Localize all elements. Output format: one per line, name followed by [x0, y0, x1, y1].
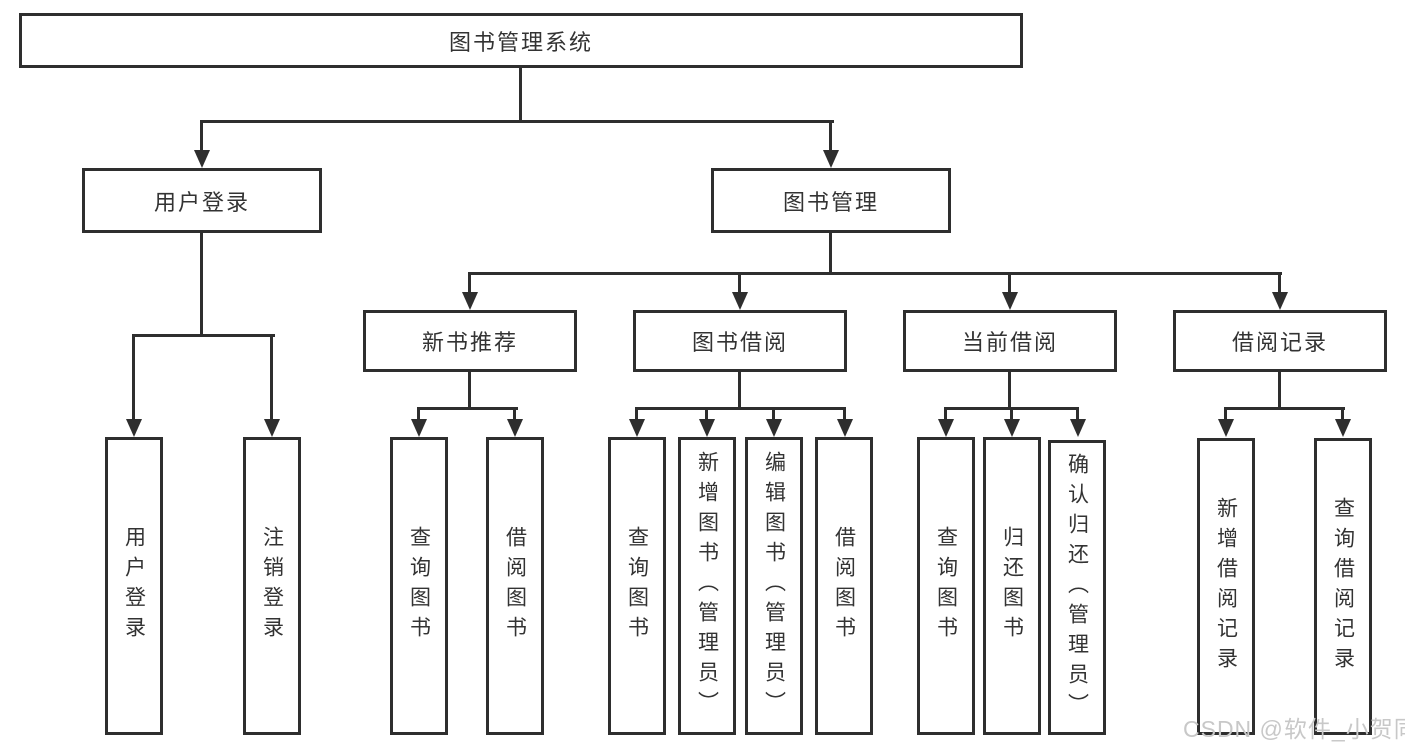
arrowhead-icon — [766, 419, 782, 437]
arrowhead-icon — [732, 292, 748, 310]
leaf-add-books-admin-label: 新增图书（管理员） — [695, 451, 719, 721]
arrowhead-icon — [699, 419, 715, 437]
connector-line — [513, 407, 516, 421]
leaf-query-books-1-label: 查询图书 — [407, 526, 431, 646]
connector-line — [1224, 407, 1227, 421]
arrowhead-icon — [1004, 419, 1020, 437]
connector-line — [738, 372, 741, 410]
leaf-user-login-label: 用户登录 — [122, 526, 146, 646]
node-book-management: 图书管理 — [711, 168, 951, 233]
connector-line — [417, 407, 518, 410]
connector-line — [468, 272, 1282, 275]
leaf-user-login: 用户登录 — [105, 437, 163, 735]
node-user-login-label: 用户登录 — [153, 189, 250, 215]
connector-line — [1008, 372, 1011, 410]
leaf-add-borrow-record: 新增借阅记录 — [1197, 438, 1255, 735]
arrowhead-icon — [194, 150, 210, 168]
connector-line — [635, 407, 846, 410]
arrowhead-icon — [837, 419, 853, 437]
leaf-query-borrow-record: 查询借阅记录 — [1314, 438, 1372, 735]
leaf-query-books-3-label: 查询图书 — [934, 526, 958, 646]
connector-line — [200, 120, 834, 123]
node-book-borrow: 图书借阅 — [633, 310, 847, 372]
connector-line — [829, 120, 832, 152]
connector-line — [1076, 407, 1079, 421]
connector-line — [468, 272, 471, 294]
connector-line — [843, 407, 846, 421]
connector-line — [772, 407, 775, 421]
arrowhead-icon — [1002, 292, 1018, 310]
node-current-borrow-label: 当前借阅 — [961, 330, 1058, 355]
leaf-query-books-1: 查询图书 — [390, 437, 448, 735]
node-borrow-records: 借阅记录 — [1173, 310, 1387, 372]
connector-line — [132, 334, 275, 337]
leaf-borrow-books-2: 借阅图书 — [815, 437, 873, 735]
arrowhead-icon — [1272, 292, 1288, 310]
node-book-management-label: 图书管理 — [782, 189, 879, 215]
leaf-query-books-2-label: 查询图书 — [625, 526, 649, 646]
leaf-query-books-3: 查询图书 — [917, 437, 975, 735]
connector-line — [705, 407, 708, 421]
connector-line — [519, 68, 522, 123]
connector-line — [200, 233, 203, 337]
leaf-query-borrow-record-label: 查询借阅记录 — [1331, 496, 1355, 677]
leaf-return-books: 归还图书 — [983, 437, 1041, 735]
node-new-book-recommend-label: 新书推荐 — [421, 330, 518, 355]
connector-line — [1224, 407, 1345, 410]
connector-line — [468, 372, 471, 410]
connector-line — [1341, 407, 1344, 421]
leaf-borrow-books-1-label: 借阅图书 — [503, 526, 527, 646]
connector-line — [944, 407, 947, 421]
connector-line — [1278, 272, 1281, 294]
arrowhead-icon — [462, 292, 478, 310]
node-borrow-records-label: 借阅记录 — [1231, 330, 1328, 355]
leaf-add-books-admin: 新增图书（管理员） — [678, 437, 736, 735]
leaf-confirm-return-admin: 确认归还（管理员） — [1048, 440, 1106, 735]
node-root-label: 图书管理系统 — [448, 29, 593, 55]
connector-line — [1010, 407, 1013, 421]
connector-line — [635, 407, 638, 421]
leaf-borrow-books-2-label: 借阅图书 — [832, 526, 856, 646]
node-user-login: 用户登录 — [82, 168, 322, 233]
connector-line — [200, 120, 203, 152]
connector-line — [829, 233, 832, 275]
leaf-confirm-return-admin-label: 确认归还（管理员） — [1065, 452, 1089, 723]
connector-line — [132, 334, 135, 421]
leaf-edit-books-admin-label: 编辑图书（管理员） — [762, 451, 786, 721]
arrowhead-icon — [1070, 419, 1086, 437]
leaf-logout: 注销登录 — [243, 437, 301, 735]
arrowhead-icon — [126, 419, 142, 437]
arrowhead-icon — [823, 150, 839, 168]
node-new-book-recommend: 新书推荐 — [363, 310, 577, 372]
node-book-borrow-label: 图书借阅 — [691, 330, 788, 355]
csdn-watermark: CSDN @软件_小贺同学 — [1183, 716, 1405, 742]
connector-line — [270, 334, 273, 421]
connector-line — [738, 272, 741, 294]
node-current-borrow: 当前借阅 — [903, 310, 1117, 372]
connector-line — [1278, 372, 1281, 410]
arrowhead-icon — [264, 419, 280, 437]
leaf-logout-label: 注销登录 — [260, 526, 284, 646]
node-root: 图书管理系统 — [19, 13, 1023, 68]
leaf-edit-books-admin: 编辑图书（管理员） — [745, 437, 803, 735]
connector-line — [417, 407, 420, 421]
leaf-return-books-label: 归还图书 — [1000, 526, 1024, 646]
arrowhead-icon — [1335, 419, 1351, 437]
leaf-add-borrow-record-label: 新增借阅记录 — [1214, 496, 1238, 677]
arrowhead-icon — [629, 419, 645, 437]
leaf-borrow-books-1: 借阅图书 — [486, 437, 544, 735]
arrowhead-icon — [1218, 419, 1234, 437]
connector-line — [1008, 272, 1011, 294]
arrowhead-icon — [507, 419, 523, 437]
arrowhead-icon — [938, 419, 954, 437]
leaf-query-books-2: 查询图书 — [608, 437, 666, 735]
arrowhead-icon — [411, 419, 427, 437]
